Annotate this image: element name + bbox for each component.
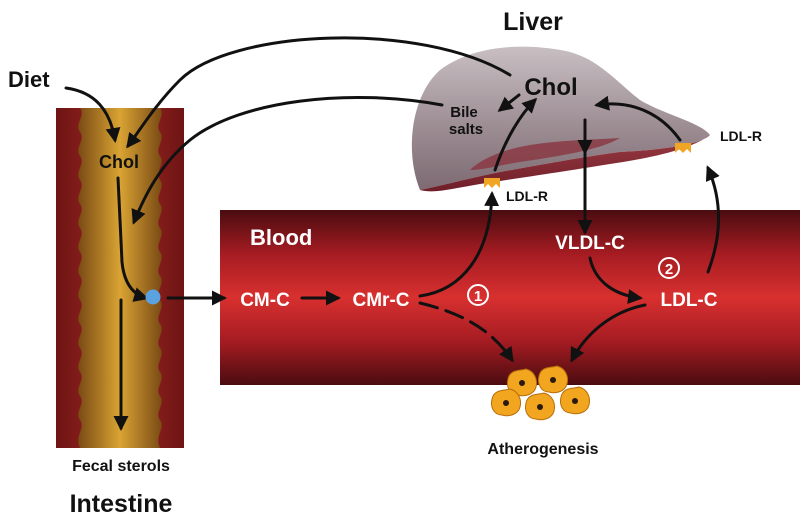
vldl-label: VLDL-C xyxy=(555,233,625,254)
cell xyxy=(491,388,521,417)
arrow-ldl-to-receptor xyxy=(705,165,720,274)
cell xyxy=(560,386,590,415)
arrow-bile-salts-to-intestine xyxy=(131,96,444,225)
fecal-sterols-label: Fecal sterols xyxy=(72,458,170,475)
svg-text:1: 1 xyxy=(474,288,482,305)
bile-salts-label-line2: salts xyxy=(449,121,483,138)
intestine-tube xyxy=(56,108,184,448)
arrow-diet-to-chol xyxy=(64,86,121,143)
ldl-receptor-right-label: LDL-R xyxy=(720,128,762,144)
ldl-receptor-left-label: LDL-R xyxy=(506,188,548,204)
arrow-liver-chol-to-intestine xyxy=(126,36,512,149)
arrow-cmr-to-atherogenesis xyxy=(418,301,514,363)
ldl-receptor-left-icon xyxy=(484,178,500,188)
enterocyte-transporter-icon xyxy=(145,289,161,305)
svg-text:2: 2 xyxy=(665,261,673,278)
arrow-receptor-to-chol xyxy=(594,95,682,142)
arrow-intestine-chol-down xyxy=(116,176,149,302)
cmr-label: CMr-C xyxy=(353,290,410,311)
bile-salts-label-line1: Bile xyxy=(450,104,478,121)
intestine-title: Intestine xyxy=(70,490,173,518)
ldl-receptor-right-icon xyxy=(675,143,691,153)
blood-label: Blood xyxy=(250,225,312,250)
cell xyxy=(525,392,555,421)
marker-2: 2 xyxy=(658,257,680,279)
cm-label: CM-C xyxy=(240,290,290,311)
liver-title: Liver xyxy=(503,8,563,36)
diet-label: Diet xyxy=(8,67,50,92)
arrow-ldl-to-atherogenesis xyxy=(570,303,647,363)
arrow-chol-to-bile xyxy=(497,93,521,112)
atherogenic-cells xyxy=(491,365,590,421)
intestine-chol-label: Chol xyxy=(99,152,139,172)
arrow-cmr-to-liver-receptor xyxy=(418,191,500,298)
ldl-label: LDL-C xyxy=(661,290,718,311)
arrow-vldl-to-ldl xyxy=(588,256,643,305)
marker-1: 1 xyxy=(467,284,489,306)
liver-chol-label: Chol xyxy=(524,74,577,101)
cell xyxy=(538,365,568,394)
atherogenesis-label: Atherogenesis xyxy=(487,441,598,458)
arrow-receptor-to-liver-chol xyxy=(493,97,538,172)
